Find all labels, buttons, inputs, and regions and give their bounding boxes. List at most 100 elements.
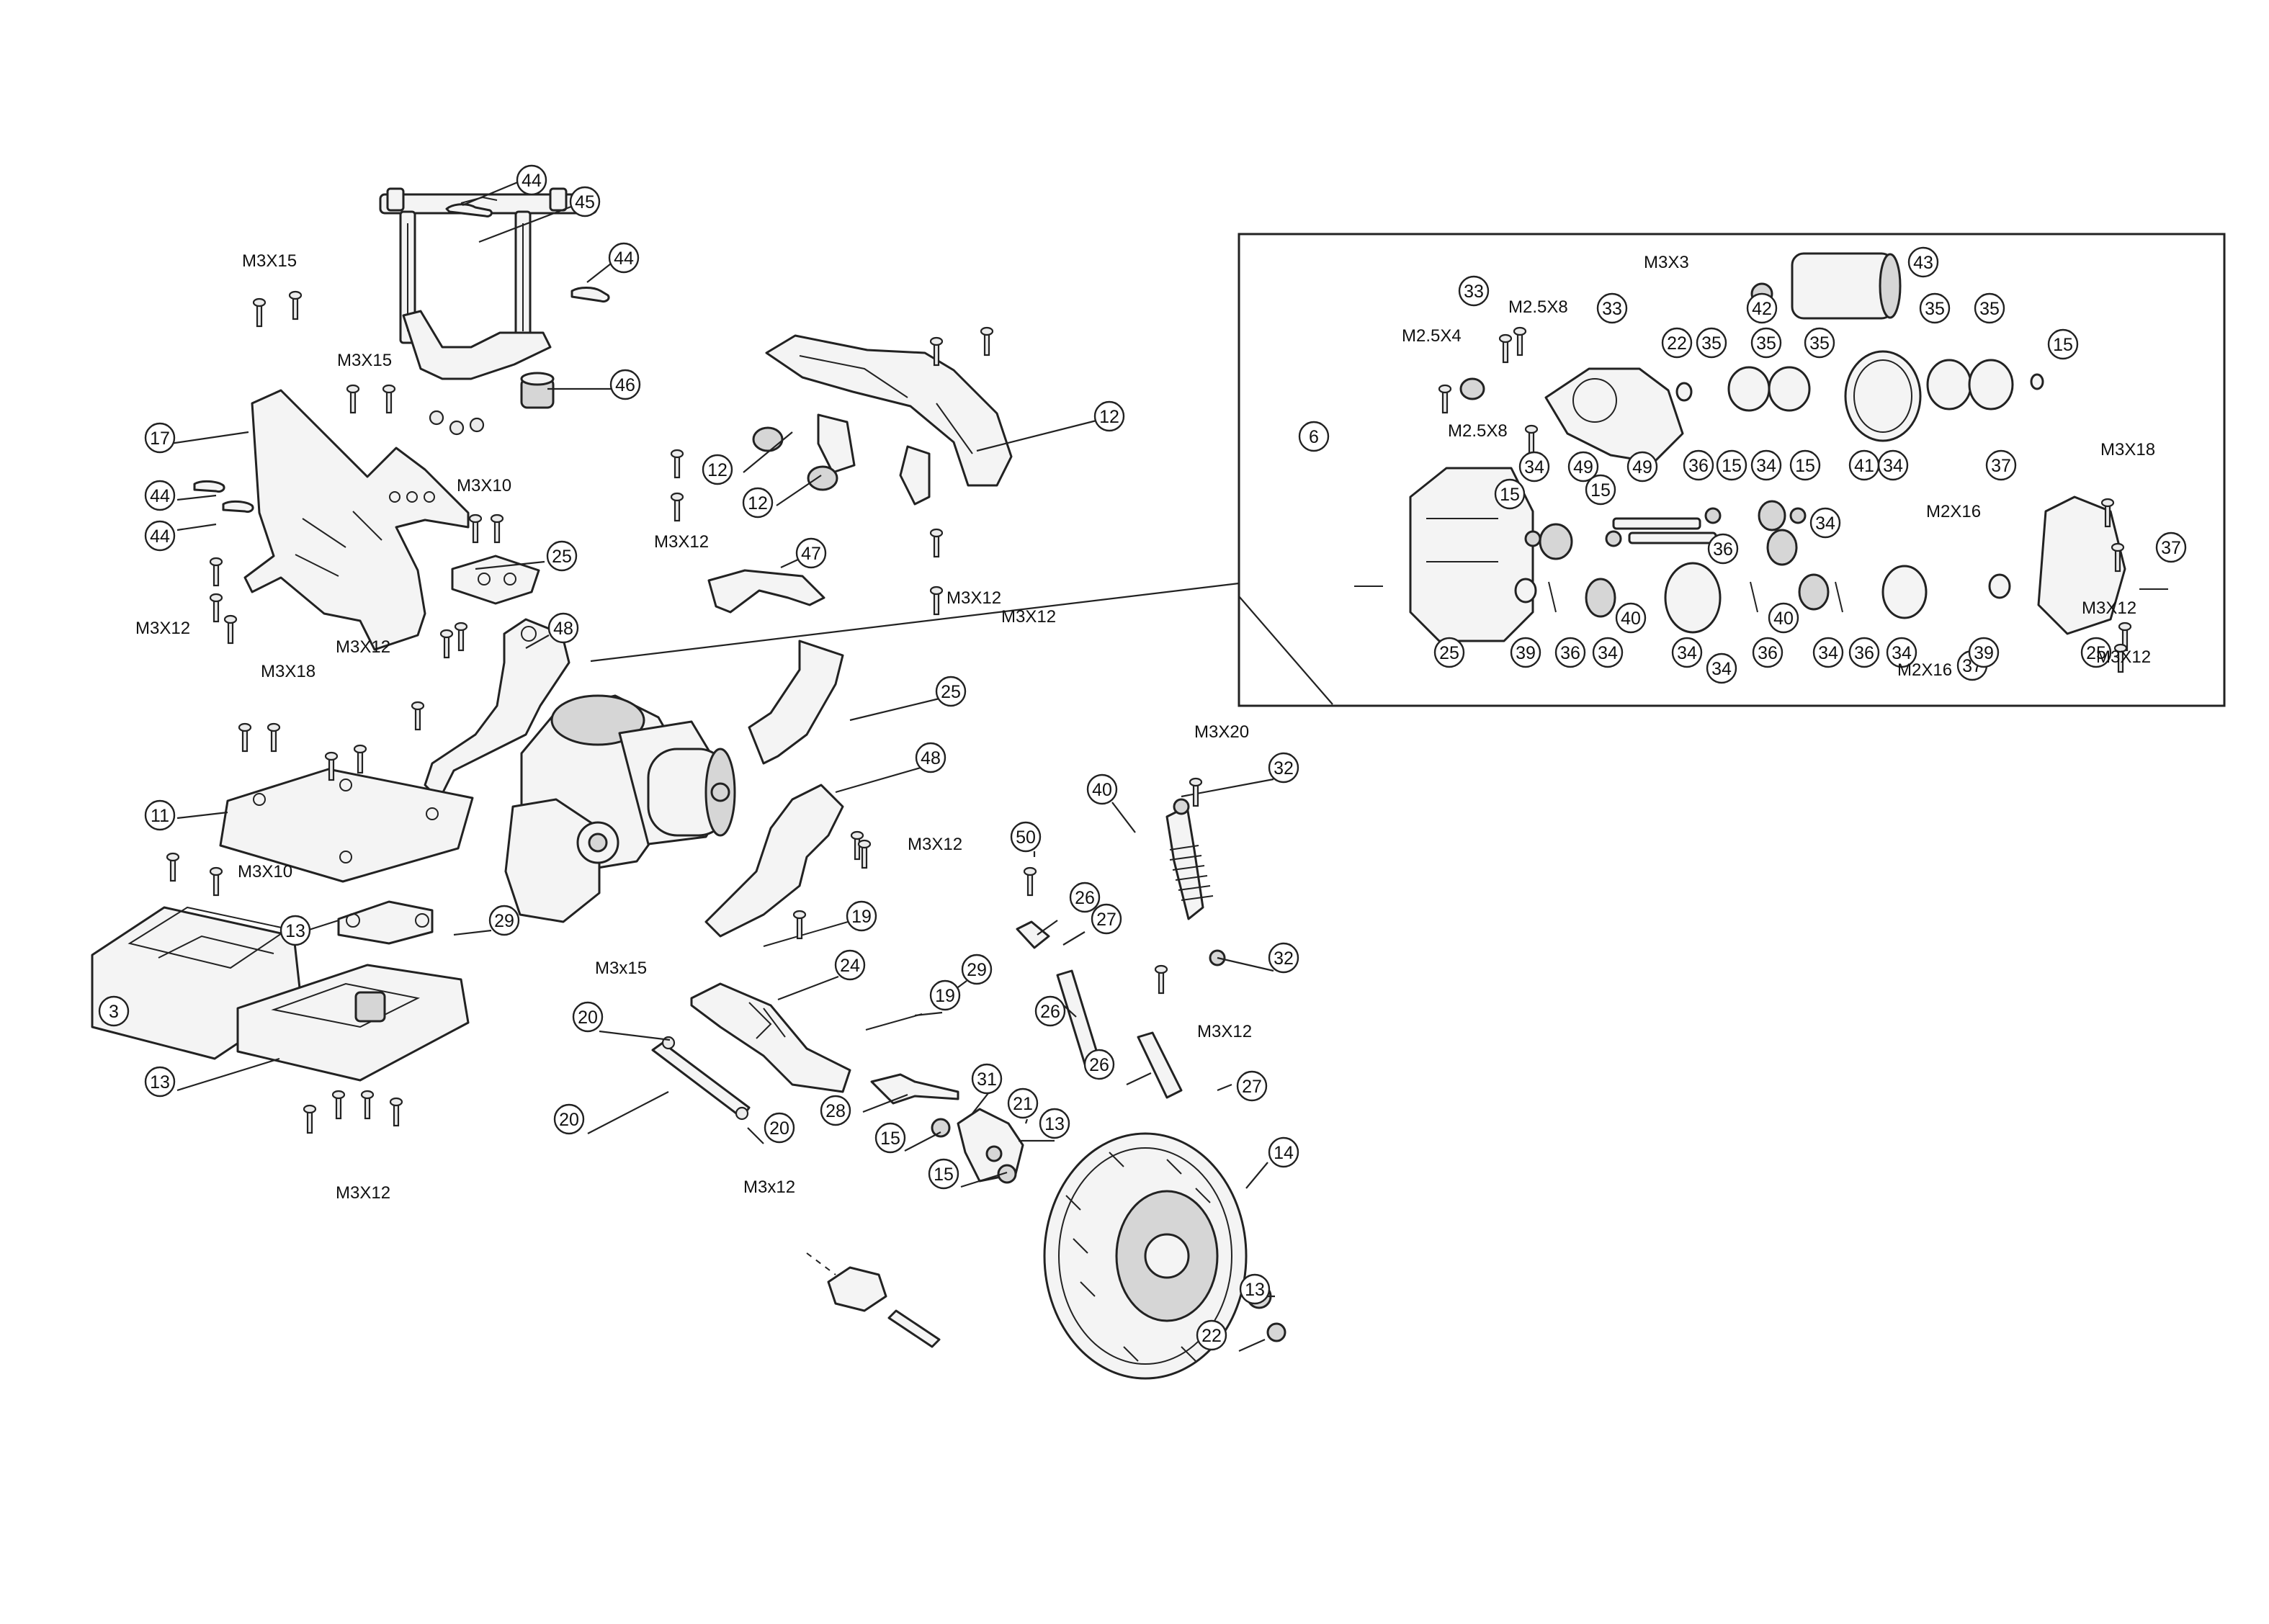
steering-knuckle-31 xyxy=(957,1108,1024,1183)
callout-15: 15 xyxy=(874,1122,906,1154)
callout-48: 48 xyxy=(547,612,579,644)
callout-number: 25 xyxy=(552,547,572,567)
screw-icon xyxy=(389,1097,403,1127)
callout-number: 19 xyxy=(935,986,955,1006)
callout-49: 49 xyxy=(1567,451,1599,483)
callout-36: 36 xyxy=(1752,637,1784,668)
callout-number: 35 xyxy=(1979,299,2000,319)
callout-22: 22 xyxy=(1196,1319,1227,1351)
callout-37: 37 xyxy=(1985,449,2017,481)
callout-40: 40 xyxy=(1615,602,1647,634)
callout-49: 49 xyxy=(1626,451,1658,483)
callout-number: 15 xyxy=(2053,335,2073,355)
callout-number: 6 xyxy=(1309,427,1319,447)
callout-number: 37 xyxy=(2161,538,2181,558)
callout-39: 39 xyxy=(1968,637,2000,668)
callout-42: 42 xyxy=(1746,292,1778,324)
callout-48: 48 xyxy=(915,742,946,773)
callout-number: 13 xyxy=(150,1072,170,1093)
callout-number: 20 xyxy=(769,1118,789,1139)
hex-hub-axle xyxy=(806,1252,941,1348)
cv-axle-28 xyxy=(870,1073,959,1105)
shock-absorber-32 xyxy=(1165,798,1226,966)
callout-number: 32 xyxy=(1274,948,1294,969)
callout-number: 28 xyxy=(825,1101,846,1121)
callout-12: 12 xyxy=(1093,400,1125,432)
callout-44: 44 xyxy=(608,242,640,274)
callout-number: 36 xyxy=(1713,539,1733,560)
size-label: M3X12 xyxy=(654,532,709,552)
callout-number: 34 xyxy=(1818,643,1838,663)
size-label: M3x15 xyxy=(595,959,647,978)
callout-number: 48 xyxy=(553,619,573,639)
callout-number: 19 xyxy=(851,907,872,927)
screw-icon xyxy=(288,290,303,320)
callout-34: 34 xyxy=(1812,637,1844,668)
size-label: M2.5X8 xyxy=(1448,421,1508,441)
body-clips xyxy=(193,203,610,513)
callout-number: 36 xyxy=(1560,643,1580,663)
size-label: M3X10 xyxy=(457,476,511,495)
screw-icon xyxy=(929,336,944,367)
body-mount-bracket xyxy=(402,310,555,436)
callout-25: 25 xyxy=(2080,637,2112,668)
screw-icon xyxy=(670,492,684,522)
callout-13: 13 xyxy=(1239,1273,1271,1305)
callout-number: 34 xyxy=(1524,457,1544,477)
callout-number: 13 xyxy=(1245,1280,1265,1300)
screw-icon xyxy=(166,852,180,882)
callout-number: 12 xyxy=(748,493,768,513)
callout-number: 26 xyxy=(1040,1002,1060,1022)
callout-number: 31 xyxy=(977,1069,997,1090)
screw-icon xyxy=(2111,542,2125,573)
callout-34: 34 xyxy=(1518,451,1550,483)
screw-icon xyxy=(1189,777,1203,807)
screw-icon xyxy=(2113,643,2128,673)
callout-36: 36 xyxy=(1707,533,1739,565)
screw-icon xyxy=(2100,498,2115,528)
screw-icon xyxy=(980,326,994,356)
screw-icon xyxy=(209,593,223,623)
screw-icon xyxy=(353,744,367,774)
callout-number: 11 xyxy=(151,806,169,826)
size-label: M2.5X4 xyxy=(1402,326,1462,346)
callout-number: 24 xyxy=(840,956,860,976)
screw-icon xyxy=(1438,384,1452,414)
callout-number: 44 xyxy=(150,526,170,547)
callout-34: 34 xyxy=(1706,652,1737,684)
size-label: M3x12 xyxy=(743,1177,795,1197)
size-label: M3X12 xyxy=(1197,1022,1252,1041)
callout-number: 36 xyxy=(1854,643,1874,663)
callout-32: 32 xyxy=(1268,752,1299,784)
callout-22: 22 xyxy=(1661,327,1693,359)
callout-34: 34 xyxy=(1809,507,1841,539)
callout-15: 15 xyxy=(928,1158,959,1190)
callout-number: 21 xyxy=(1013,1094,1033,1114)
size-label: M2X16 xyxy=(1926,502,1981,521)
screw-icon xyxy=(454,622,468,652)
callout-11: 11 xyxy=(144,799,176,831)
callout-number: 49 xyxy=(1573,457,1593,477)
callout-number: 15 xyxy=(1500,485,1520,505)
screw-icon xyxy=(1498,333,1513,364)
callout-3: 3 xyxy=(98,995,130,1027)
callout-number: 34 xyxy=(1815,513,1835,534)
callout-number: 50 xyxy=(1016,827,1036,848)
callout-47: 47 xyxy=(795,537,827,569)
linkage-13 xyxy=(337,900,434,945)
callout-number: 35 xyxy=(1756,333,1776,354)
callout-15: 15 xyxy=(1585,474,1616,506)
callout-number: 42 xyxy=(1752,299,1772,319)
size-label: M3X12 xyxy=(908,835,962,854)
screw-icon xyxy=(850,830,864,861)
callout-40: 40 xyxy=(1768,602,1799,634)
callout-number: 35 xyxy=(1925,299,1945,319)
wheel-tire-14 xyxy=(1043,1132,1248,1380)
callout-41: 41 xyxy=(1848,449,1880,481)
callout-20: 20 xyxy=(572,1001,604,1033)
size-label: M3X12 xyxy=(1001,607,1056,627)
callout-19: 19 xyxy=(846,900,877,932)
callout-34: 34 xyxy=(1886,637,1917,668)
